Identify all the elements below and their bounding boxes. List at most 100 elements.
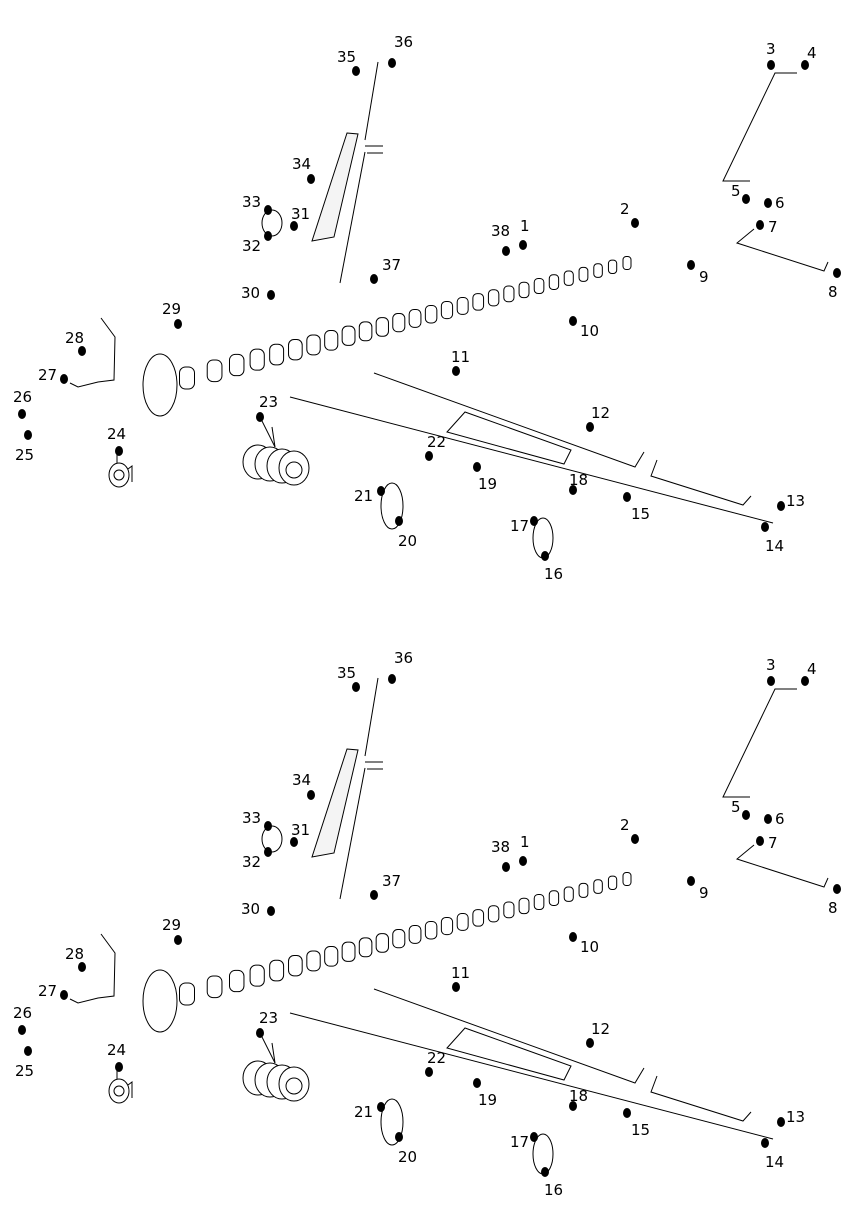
- dot-label-36: 36: [394, 33, 413, 51]
- ring-engine-1: [380, 1098, 404, 1146]
- line-art: [69, 677, 829, 1175]
- dot-35: [352, 682, 360, 692]
- fuselage-segment: [533, 893, 545, 911]
- fuselage-segment: [563, 270, 574, 286]
- stabilizer-lower: [735, 844, 829, 888]
- dot-label-2: 2: [620, 816, 630, 834]
- fuselage-segment: [375, 317, 389, 337]
- dot-label-29: 29: [162, 300, 181, 318]
- dot-label-29: 29: [162, 916, 181, 934]
- tail-panel: [311, 132, 359, 242]
- fuselage-segment: [375, 933, 389, 953]
- dot-26: [18, 409, 26, 419]
- dot-label-18: 18: [569, 1087, 588, 1105]
- dot-label-26: 26: [13, 1004, 32, 1022]
- fuselage-segment: [288, 339, 303, 361]
- dot-37: [370, 890, 378, 900]
- dot-label-24: 24: [107, 425, 126, 443]
- dot-24: [115, 446, 123, 456]
- dot-12: [586, 1038, 594, 1048]
- dot-label-8: 8: [828, 899, 838, 917]
- fuselage-segment: [548, 274, 560, 290]
- fuselage-segment: [472, 293, 485, 311]
- fuselage-segment: [408, 308, 422, 328]
- fuselage-segment: [408, 924, 422, 944]
- dot-label-38: 38: [491, 838, 510, 856]
- dot-label-33: 33: [242, 193, 261, 211]
- fuselage-front: [142, 969, 178, 1033]
- wing-tip-edge: [650, 1075, 752, 1122]
- dot-2: [631, 218, 639, 228]
- dot-36: [388, 674, 396, 684]
- wing-lower-edge: [289, 1012, 774, 1140]
- fuselage-segment: [206, 359, 223, 383]
- dot-label-32: 32: [242, 853, 261, 871]
- fuselage-segment: [341, 941, 356, 962]
- dot-label-3: 3: [766, 656, 776, 674]
- dot-label-2: 2: [620, 200, 630, 218]
- dot-37: [370, 274, 378, 284]
- dot-15: [623, 1108, 631, 1118]
- fuselage-segment: [424, 304, 438, 324]
- dot-label-34: 34: [292, 155, 311, 173]
- dot-label-12: 12: [591, 1020, 610, 1038]
- dot-29: [174, 935, 182, 945]
- dot-label-27: 27: [38, 366, 57, 384]
- dot-34: [307, 790, 315, 800]
- dot-label-31: 31: [291, 821, 310, 839]
- wheel: [278, 450, 310, 486]
- dot-7: [756, 220, 764, 230]
- wing-upper-edge: [373, 372, 645, 468]
- nose-wheel-hub: [113, 1085, 125, 1097]
- dot-label-21: 21: [354, 487, 373, 505]
- fuselage-segment: [503, 285, 515, 303]
- dot-label-15: 15: [631, 1121, 650, 1139]
- fuselage-segment: [487, 905, 500, 923]
- nose-wheel-axle: [127, 1081, 133, 1098]
- dot-label-30: 30: [241, 900, 260, 918]
- dot-26: [18, 1025, 26, 1035]
- dot-label-21: 21: [354, 1103, 373, 1121]
- dot-label-23: 23: [259, 393, 278, 411]
- dot-label-6: 6: [775, 810, 785, 828]
- dot-label-16: 16: [544, 565, 563, 583]
- dot-10: [569, 316, 577, 326]
- dot-label-38: 38: [491, 222, 510, 240]
- ring-engine-1: [380, 482, 404, 530]
- fuselage-segment: [358, 937, 373, 958]
- dot-4: [801, 676, 809, 686]
- dot-35: [352, 66, 360, 76]
- fuselage-segment: [249, 348, 265, 371]
- dot-13: [777, 1117, 785, 1127]
- dot-label-35: 35: [337, 48, 356, 66]
- dot-5: [742, 194, 750, 204]
- nose-wheel: [108, 462, 130, 488]
- dot-19: [473, 1078, 481, 1088]
- wheel-strut-1: [259, 416, 276, 448]
- dot-25: [24, 430, 32, 440]
- fuselage-segment: [228, 969, 245, 993]
- dot-label-7: 7: [768, 834, 778, 852]
- dot-label-19: 19: [478, 475, 497, 493]
- dot-label-9: 9: [699, 884, 709, 902]
- dot-label-18: 18: [569, 471, 588, 489]
- tail-panel: [311, 748, 359, 858]
- dot-1: [519, 856, 527, 866]
- dot-23: [256, 1028, 264, 1038]
- dot-3: [767, 60, 775, 70]
- dot-17: [530, 516, 538, 526]
- tail-line-top: [364, 677, 379, 757]
- dot-14: [761, 522, 769, 532]
- dot-label-24: 24: [107, 1041, 126, 1059]
- fuselage-segment: [324, 946, 339, 967]
- dot-label-14: 14: [765, 537, 784, 555]
- dot-16: [541, 551, 549, 561]
- dot-5: [742, 810, 750, 820]
- fuselage-segment: [228, 353, 245, 377]
- dot-label-26: 26: [13, 388, 32, 406]
- dot-label-20: 20: [398, 532, 417, 550]
- dot-label-12: 12: [591, 404, 610, 422]
- fuselage-segment: [548, 890, 560, 906]
